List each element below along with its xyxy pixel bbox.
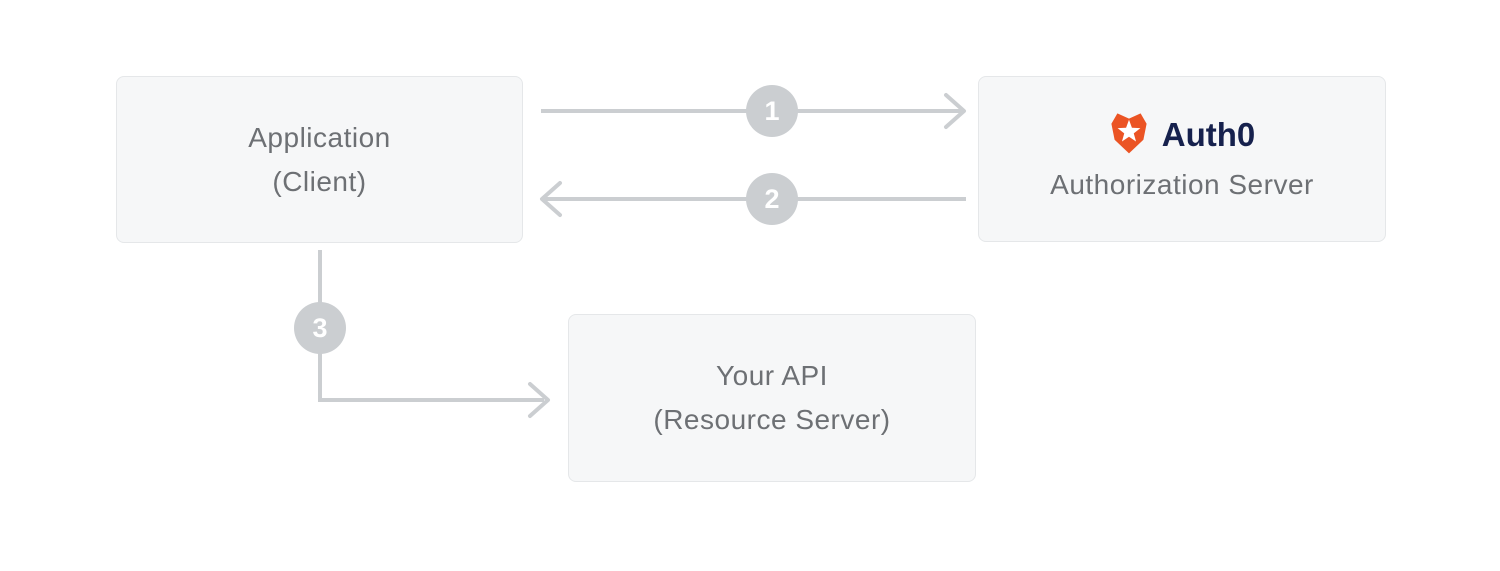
auth0-brand-name: Auth0 — [1161, 115, 1256, 153]
your-api-node: Your API (Resource Server) — [568, 314, 976, 482]
authorization-server-label: Authorization Server — [1050, 168, 1314, 200]
auth0-brand-row: Auth0 — [1109, 112, 1256, 158]
step-3-badge: 3 — [294, 302, 346, 354]
auth0-logo-icon — [1111, 112, 1147, 153]
application-node-title: Application — [248, 121, 391, 153]
application-node-subtitle: (Client) — [272, 165, 367, 197]
arrow-3-head-icon — [528, 382, 550, 418]
step-2-badge: 2 — [746, 173, 798, 225]
arrow-2-head-icon — [540, 181, 562, 217]
arrow-3-line — [318, 250, 544, 402]
arrow-1-head-icon — [944, 93, 966, 129]
authorization-server-node: Auth0 Authorization Server — [978, 76, 1386, 242]
application-client-node: Application (Client) — [116, 76, 523, 243]
step-1-badge: 1 — [746, 85, 798, 137]
api-node-subtitle: (Resource Server) — [653, 404, 891, 435]
api-node-title: Your API — [716, 360, 828, 391]
